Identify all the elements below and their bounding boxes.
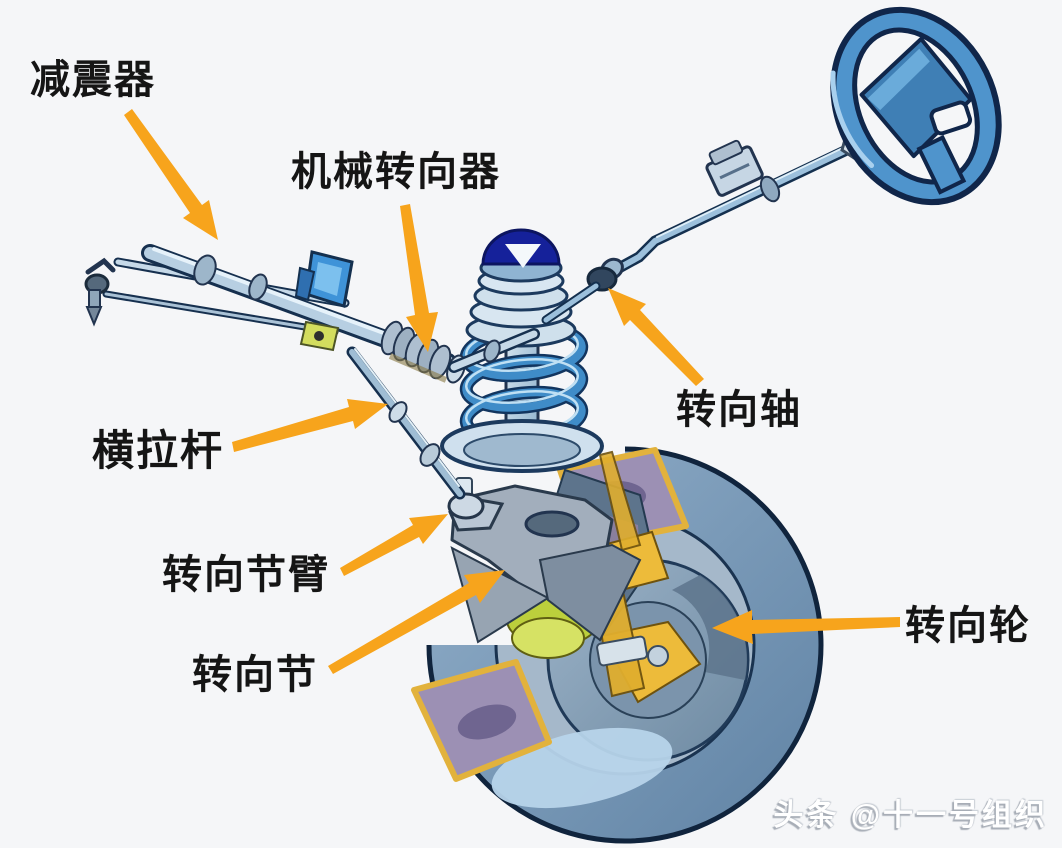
annotation-arrows	[124, 109, 900, 674]
arrow-tie-rod	[232, 399, 388, 452]
label-mechanical-steering-gear: 机械转向器	[291, 150, 501, 194]
steering-hand-wheel-drawing	[830, 6, 1002, 206]
arrow-steering-road-wheel	[712, 610, 900, 644]
steering-knuckle-drawing	[447, 477, 642, 644]
steering-gear-linkage-drawing	[84, 244, 540, 500]
label-tie-rod: 横拉杆	[92, 427, 225, 474]
arrow-steering-knuckle-arm	[340, 514, 448, 576]
steering-shaft-drawing	[541, 128, 876, 325]
watermark: 头条 @十一号组织	[773, 799, 1048, 832]
strut-spring-drawing	[440, 228, 604, 473]
arrow-shock-absorber	[124, 109, 218, 240]
label-steering-road-wheel: 转向轮	[905, 604, 1031, 648]
arrow-steering-shaft	[608, 288, 704, 386]
label-steering-knuckle-arm: 转向节臂	[162, 553, 330, 597]
label-steering-knuckle: 转向节	[192, 653, 318, 697]
arrow-steering-knuckle	[328, 570, 505, 674]
label-shock-absorber: 减震器	[30, 58, 156, 102]
label-steering-shaft: 转向轴	[676, 388, 802, 432]
arrow-mechanical-steering-gear	[400, 204, 438, 352]
